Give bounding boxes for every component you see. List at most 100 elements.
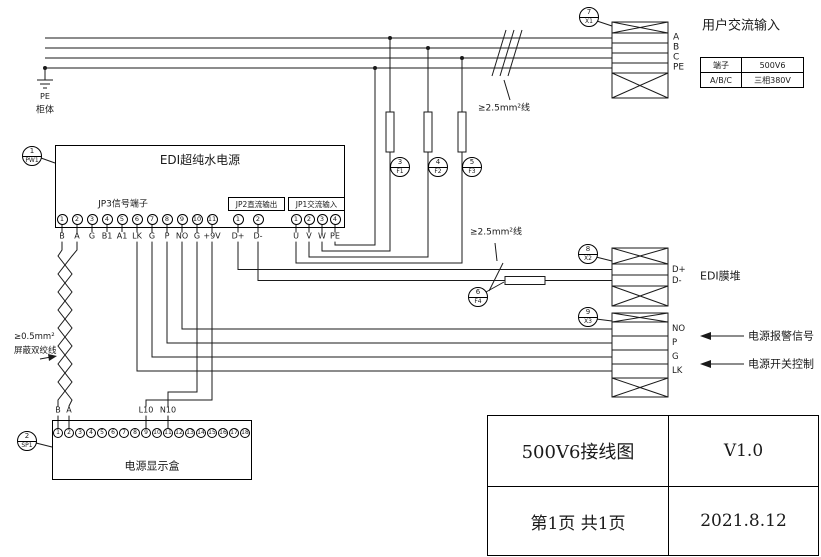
- spec-cell-terminal: 端子: [700, 57, 742, 73]
- terminal-jp1-1: 1: [290, 213, 302, 225]
- cable-mark-slash-mid: [488, 262, 504, 292]
- pe-ground-symbol: [37, 68, 53, 89]
- terminal-display-1: 1: [53, 428, 63, 438]
- ac-bus-wires: [45, 37, 612, 69]
- cabinet-label: 柜体: [35, 105, 55, 116]
- terminal-jp3-6: 6: [131, 213, 143, 225]
- x2-label-D-: D-: [672, 275, 682, 286]
- pin-jp3-G: G: [147, 231, 157, 242]
- marker-number: 3: [391, 158, 409, 168]
- terminal-display-7: 7: [119, 428, 129, 438]
- wire-note-top: ≥2.5mm²线: [478, 103, 530, 114]
- bus-label-C: C: [673, 52, 680, 63]
- terminal-jp3-8: 8: [161, 213, 173, 225]
- terminal-jp3-11: 11: [206, 213, 218, 225]
- terminal-jp2-2: 2: [252, 213, 264, 225]
- terminal-display-14: 14: [196, 428, 206, 438]
- terminal-display-6: 6: [108, 428, 118, 438]
- terminal-display-12: 12: [174, 428, 184, 438]
- twisted-pair-note-arrow: [39, 354, 57, 361]
- heading-user-ac-input: 用户交流输入: [702, 18, 781, 34]
- display-box-title: 电源显示盒: [124, 459, 180, 473]
- terminal-spec-table: 端子 500V6 A/B/C 三相380V: [700, 57, 804, 88]
- jp2-header: JP2直流输出: [228, 197, 285, 211]
- terminal-block-x2: [611, 247, 669, 307]
- marker-label: X3: [584, 318, 592, 325]
- edi-stack-caption: EDI膜堆: [700, 269, 741, 283]
- spec-cell-model: 500V6: [741, 57, 804, 73]
- marker-number: 2: [18, 432, 36, 442]
- edi-box-title: EDI超纯水电源: [159, 153, 241, 167]
- fuse-f2-symbol: [423, 111, 433, 153]
- pin-jp3-B1: B1: [100, 231, 114, 242]
- display-top-label-N10: N10: [158, 405, 178, 416]
- ref-marker-f2: 4 F2: [428, 157, 448, 177]
- jp3-header: JP3信号端子: [98, 199, 148, 210]
- terminal-block-x3: [611, 312, 669, 398]
- ref-marker-sp1: 2 SP1: [17, 431, 37, 451]
- wire-signal-p: [166, 224, 612, 344]
- drawing-title: 500V6接线图: [488, 416, 669, 487]
- cable-mark-slashes-top: [491, 29, 523, 77]
- terminal-display-8: 8: [130, 428, 140, 438]
- fuse-f3-symbol: [457, 111, 467, 153]
- pin-jp3-P: P: [163, 231, 171, 242]
- terminal-display-13: 13: [185, 428, 195, 438]
- title-block: 500V6接线图 V1.0 第1页 共1页 2021.8.12: [487, 415, 819, 556]
- pe-ground-label: PE: [40, 92, 50, 101]
- junction-dots: [43, 36, 464, 70]
- marker-label: X2: [584, 255, 592, 262]
- bus-label-A: A: [673, 32, 680, 43]
- wire-note-shield-1: ≥0.5mm²: [14, 331, 55, 342]
- pin-jp3-B: B: [58, 231, 66, 242]
- ref-marker-pw1: 1 PW1: [22, 146, 42, 166]
- x3-label-NO: NO: [672, 323, 686, 334]
- fuses: [385, 111, 546, 285]
- ref-marker-x3: 9 X3: [578, 307, 598, 327]
- terminal-block-x1: [611, 21, 669, 99]
- terminal-display-15: 15: [207, 428, 217, 438]
- terminal-jp3-1: 1: [56, 213, 68, 225]
- jp1-header: JP1交流输入: [288, 197, 345, 211]
- switch-control-caption: 电源开关控制: [748, 357, 814, 371]
- pin-jp3-LK: LK: [131, 231, 143, 242]
- marker-number: 9: [579, 308, 597, 318]
- terminal-jp1-3: 3: [316, 213, 328, 225]
- terminal-jp3-4: 4: [101, 213, 113, 225]
- terminal-jp3-5: 5: [116, 213, 128, 225]
- note-leader-mid: [494, 242, 498, 262]
- power-display-box: [52, 420, 252, 480]
- edi-power-box: [55, 145, 345, 228]
- marker-label: F3: [468, 168, 476, 175]
- pin-jp2-D+: D+: [230, 231, 246, 242]
- terminal-display-4: 4: [86, 428, 96, 438]
- unused-pin-stubs: [91, 224, 123, 232]
- terminal-jp3-2: 2: [71, 213, 83, 225]
- terminal-display-10: 10: [152, 428, 162, 438]
- terminal-display-17: 17: [229, 428, 239, 438]
- terminal-jp2-1: 1: [232, 213, 244, 225]
- drawing-page: 第1页 共1页: [488, 487, 669, 555]
- ref-marker-f3: 5 F3: [462, 157, 482, 177]
- bus-label-B: B: [673, 42, 680, 53]
- marker-number: 6: [469, 288, 487, 298]
- pin-jp3-G: G: [192, 231, 202, 242]
- marker-number: 1: [23, 147, 41, 157]
- marker-leader-lines: [35, 20, 613, 448]
- pin-jp3-G: G: [87, 231, 97, 242]
- terminal-display-3: 3: [75, 428, 85, 438]
- ref-marker-f4: 6 F4: [468, 287, 488, 307]
- display-top-label-L10: L10: [137, 405, 155, 416]
- marker-label: SP1: [21, 442, 33, 449]
- terminal-display-2: 2: [64, 428, 74, 438]
- pin-jp1-PE: PE: [329, 231, 341, 242]
- terminal-display-16: 16: [218, 428, 228, 438]
- pin-jp1-W: W: [317, 231, 327, 242]
- wire-note-shield-2: 屏蔽双绞线: [14, 345, 57, 356]
- marker-label: F4: [474, 298, 482, 305]
- terminal-display-9: 9: [141, 428, 151, 438]
- fuse-f4-symbol: [504, 276, 546, 285]
- terminal-display-11: 11: [163, 428, 173, 438]
- ref-marker-x2: 8 X2: [578, 244, 598, 264]
